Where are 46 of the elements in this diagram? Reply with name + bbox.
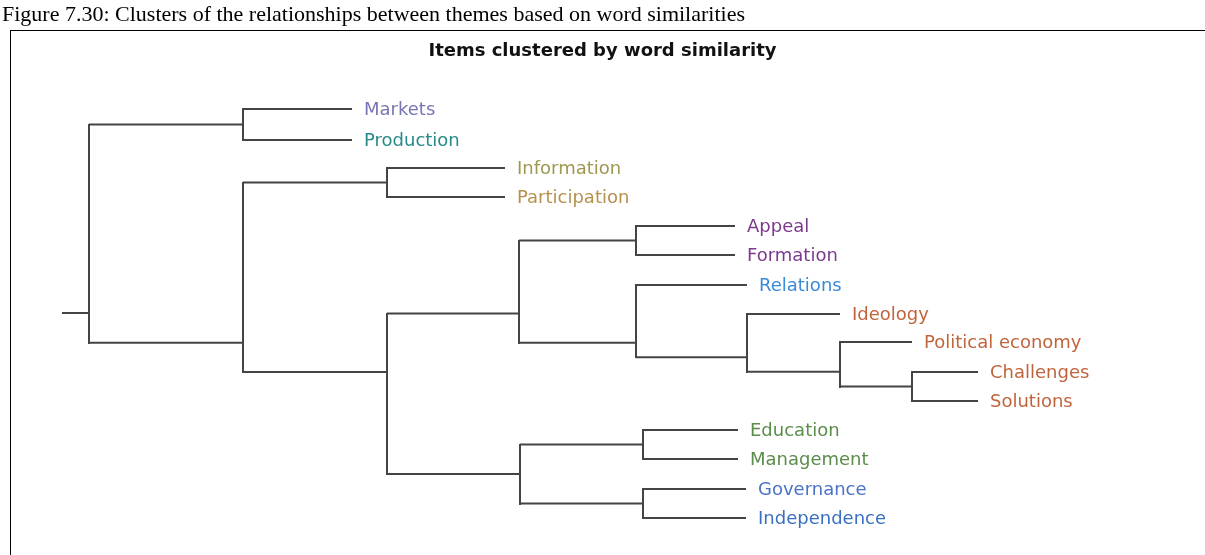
cluster-item-label: Relations xyxy=(747,274,842,296)
figure-caption: Figure 7.30: Clusters of the relationships between themes based on word similarities xyxy=(2,2,745,26)
cluster-item-label: Information xyxy=(505,157,622,179)
dendrogram-branch xyxy=(642,517,747,519)
dendrogram-branch xyxy=(746,370,841,373)
dendrogram-branch xyxy=(839,341,913,343)
cluster-item-label: Solutions xyxy=(978,390,1073,412)
dendrogram-branch xyxy=(386,312,520,315)
dendrogram-branch xyxy=(242,139,353,141)
cluster-item-label: Production xyxy=(352,129,460,151)
dendrogram-branch xyxy=(242,181,388,184)
dendrogram-branch xyxy=(642,488,747,490)
dendrogram-branch xyxy=(386,473,521,475)
cluster-item-label: Participation xyxy=(505,186,630,208)
dendrogram-branch xyxy=(519,443,644,446)
cluster-item-label: Appeal xyxy=(735,215,810,237)
dendrogram-branch xyxy=(518,239,637,242)
dendrogram-branch xyxy=(746,313,841,315)
dendrogram-branch xyxy=(518,341,637,344)
dendrogram-branch xyxy=(635,254,736,256)
cluster-item-label: Ideology xyxy=(840,303,929,325)
cluster-item-label: Governance xyxy=(746,478,867,500)
cluster-item-label: Markets xyxy=(352,98,436,120)
dendrogram-branch xyxy=(635,225,736,227)
cluster-item-label: Political economy xyxy=(912,331,1082,353)
dendrogram-branch xyxy=(386,196,506,198)
dendrogram-branch xyxy=(635,284,748,286)
dendrogram-branch xyxy=(88,341,244,344)
dendrogram-branch xyxy=(839,385,913,388)
dendrogram-branch xyxy=(242,370,388,373)
dendrogram-branch xyxy=(911,400,979,402)
cluster-item-label: Challenges xyxy=(978,361,1090,383)
dendrogram-branch xyxy=(642,429,739,431)
cluster-item-label: Formation xyxy=(735,244,838,266)
dendrogram-branch xyxy=(242,108,353,110)
dendrogram-branch xyxy=(642,458,739,460)
cluster-item-label: Education xyxy=(738,419,840,441)
dendrogram-branch xyxy=(61,312,90,314)
dendrogram-branch xyxy=(519,502,644,505)
cluster-item-label: Management xyxy=(738,448,869,470)
dendrogram-branch xyxy=(88,123,244,126)
dendrogram-branch xyxy=(635,356,748,359)
cluster-item-label: Independence xyxy=(746,507,886,529)
dendrogram-branch xyxy=(386,167,506,169)
dendrogram-branch xyxy=(911,371,979,373)
chart-title: Items clustered by word similarity xyxy=(428,38,777,62)
